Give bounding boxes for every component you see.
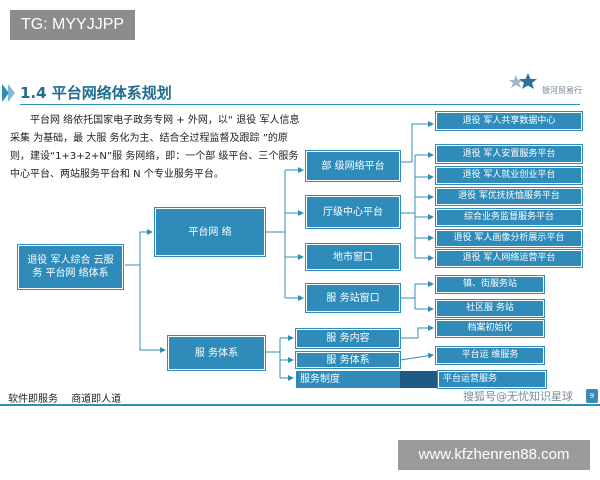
ministry-platform-node: 部 级网络平台 xyxy=(306,151,400,181)
brand-stars-icon xyxy=(509,73,537,89)
brand-name: 银河贸易行 xyxy=(542,86,582,95)
service-system-node: 服 务体系 xyxy=(168,336,265,370)
service-system2-node: 服 务体系 xyxy=(296,352,400,368)
page-number: 9 xyxy=(586,389,598,403)
platform-network-node: 平台网 络 xyxy=(155,208,265,256)
platform-maintenance-node: 平台运 维服务 xyxy=(436,347,544,364)
employment-platform-node: 退役 军人就业创业平台 xyxy=(436,167,582,184)
town-station-node: 镇、街服务站 xyxy=(436,276,544,293)
province-platform-node: 厅级中心平台 xyxy=(306,196,400,228)
service-mechanism-node: 服务制度 xyxy=(296,371,400,388)
shared-data-center-node: 退役 军人共享数据中心 xyxy=(436,112,582,130)
bottom-divider xyxy=(0,404,600,406)
chevron-right-icon xyxy=(2,84,15,102)
platform-operation-node: 平台运营服务 xyxy=(438,371,546,388)
mechanism-connector-bar xyxy=(400,371,438,388)
bottom-watermark: www.kfzhenren88.com xyxy=(398,440,590,470)
overlay-tag: TG: MYYJJPP xyxy=(10,10,135,40)
portrait-analysis-node: 退役 军人画像分析展示平台 xyxy=(436,230,582,247)
title-underline xyxy=(20,104,580,105)
network-operation-node: 退役 军人网络运营平台 xyxy=(436,250,582,267)
watermark-text: 搜狐号@无忧知识星球 xyxy=(463,390,573,403)
footer-slogan-2: 商道即人道 xyxy=(71,394,122,405)
root-node: 退役 军人综合 云服务 平台网 络体系 xyxy=(18,245,123,289)
archive-init-node: 档案初始化 xyxy=(436,320,544,337)
station-window-node: 服 务站窗口 xyxy=(306,284,400,312)
intro-paragraph: 平台网 络依托国家电子政务专网 + 外网，以“ 退役 军人信息采集 为基础，最 … xyxy=(10,112,300,184)
care-pension-node: 退役 军优抚抚恤服务平台 xyxy=(436,188,582,205)
community-station-node: 社区服 务站 xyxy=(436,300,544,317)
intro-text: 平台网 络依托国家电子政务专网 + 外网，以“ 退役 军人信息采集 为基础，最 … xyxy=(10,115,300,180)
supervision-platform-node: 综合业务监督服务平台 xyxy=(436,209,582,226)
page-title: 1.4 平台网络体系规划 xyxy=(20,84,172,102)
placement-service-node: 退役 军人安置服务平台 xyxy=(436,145,582,163)
footer-slogan-1: 软件即服务 xyxy=(8,394,58,405)
service-content-node: 服 务内容 xyxy=(296,329,400,348)
section-header: 1.4 平台网络体系规划 xyxy=(0,82,600,105)
footer-slogans: 软件即服务 商道即人道 xyxy=(8,390,131,405)
city-window-node: 地市窗口 xyxy=(306,244,400,270)
